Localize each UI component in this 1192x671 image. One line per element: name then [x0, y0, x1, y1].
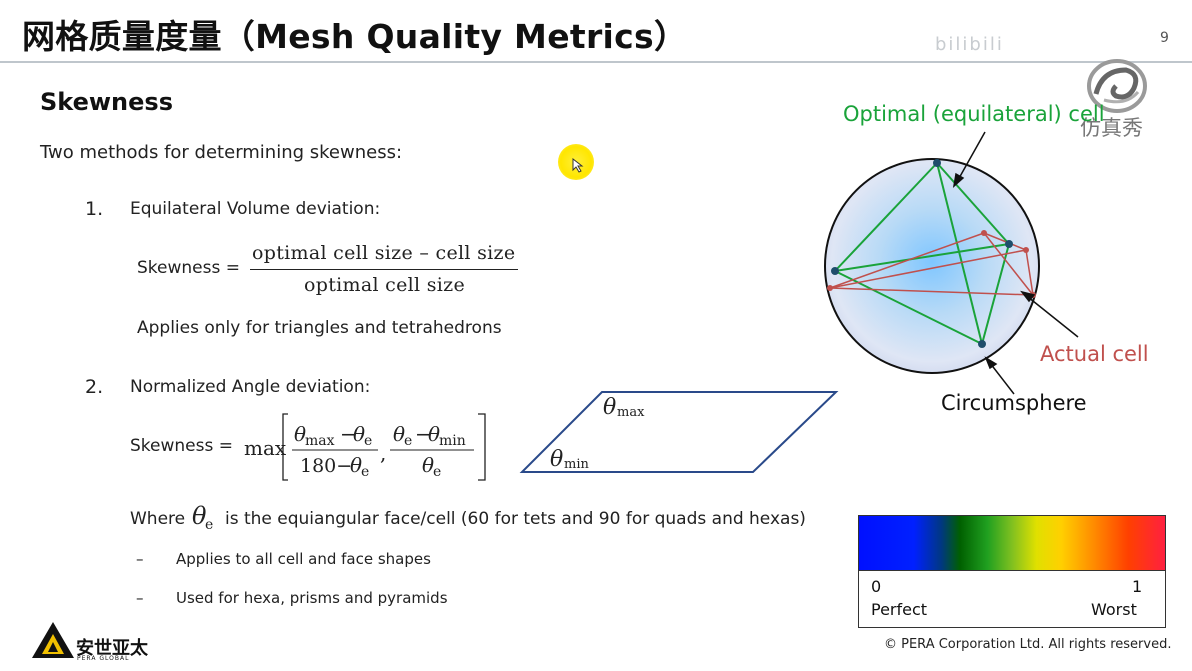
bullet-1: Applies to all cell and face shapes [176, 550, 431, 568]
scale-left-label: Perfect [871, 600, 928, 619]
svg-text:min: min [564, 457, 589, 472]
where-prefix: Where [130, 509, 186, 529]
svg-text:e: e [404, 433, 412, 449]
logo-text: 安世亚太 [76, 638, 148, 659]
method1-title: Equilateral Volume deviation: [130, 199, 381, 219]
svg-text:θ: θ [428, 422, 440, 446]
svg-text:θ: θ [294, 422, 306, 446]
svg-text:θ: θ [603, 395, 616, 420]
svg-text:θ: θ [550, 447, 563, 472]
method1-formula-label: Skewness = [137, 258, 240, 278]
scale-right-label: Worst [1091, 600, 1137, 619]
method1-note: Applies only for triangles and tetrahedr… [137, 318, 502, 338]
optimal-cell-label: Optimal (equilateral) cell [843, 102, 1105, 126]
theta-e-symbol: θ e [192, 502, 213, 533]
svg-text:θ: θ [353, 422, 365, 446]
circumsphere-diagram [824, 158, 1040, 374]
logo-subtext: PERA GLOBAL [77, 655, 130, 662]
diagram-arrows [952, 131, 1079, 395]
copyright-text: © PERA Corporation Ltd. All rights reser… [884, 637, 1172, 652]
method1-numerator: optimal cell size – cell size [252, 242, 516, 264]
svg-text:180−: 180− [300, 455, 352, 477]
bullet-dash-1: – [136, 550, 144, 568]
intro-text: Two methods for determining skewness: [40, 142, 403, 163]
svg-text:e: e [361, 464, 369, 480]
slide-number: 9 [1160, 30, 1169, 46]
svg-text:e: e [364, 433, 372, 449]
brand-swirl-icon [1087, 59, 1147, 113]
svg-text:θ: θ [192, 502, 207, 530]
circumsphere-label: Circumsphere [941, 391, 1087, 415]
svg-text:θ: θ [350, 453, 362, 477]
scale-right-value: 1 [1132, 577, 1143, 596]
slide-header [0, 0, 1192, 60]
slide-title: 网格质量度量（Mesh Quality Metrics） [22, 17, 688, 56]
svg-text:−: − [415, 422, 432, 446]
method2-max: max [244, 436, 287, 460]
svg-text:e: e [205, 517, 213, 533]
method2-formula-label: Skewness = [130, 436, 233, 456]
pera-logo-icon [32, 622, 74, 658]
method2-title: Normalized Angle deviation: [130, 377, 371, 397]
svg-text:max: max [305, 433, 335, 449]
method2-angle-formula: θ max − θ e 180− θ e , θ e − θ min θ e [282, 413, 486, 481]
section-title: Skewness [40, 88, 173, 116]
bullet-2: Used for hexa, prisms and pyramids [176, 589, 448, 607]
skewness-color-scale: 0 1 Perfect Worst [858, 515, 1166, 628]
svg-text:θ: θ [393, 422, 405, 446]
header-divider [0, 61, 1192, 63]
scale-divider [859, 570, 1165, 571]
svg-text:θ: θ [422, 453, 434, 477]
method1-fraction-line [250, 269, 518, 270]
watermark: bilibili [935, 34, 1004, 55]
method1-denominator: optimal cell size [304, 274, 466, 296]
method1-number: 1. [85, 198, 104, 220]
svg-text:min: min [439, 433, 466, 449]
color-gradient-bar [859, 516, 1165, 570]
svg-text:,: , [380, 441, 386, 465]
parallelogram-diagram: θ max θ min [519, 391, 839, 473]
svg-text:e: e [433, 464, 441, 480]
where-suffix: is the equiangular face/cell (60 for tet… [225, 509, 806, 529]
bullet-dash-2: – [136, 589, 144, 607]
brand-text: 仿真秀 [1080, 116, 1143, 140]
svg-text:−: − [340, 422, 357, 446]
mouse-cursor-icon [572, 158, 584, 173]
svg-text:max: max [617, 405, 645, 420]
scale-left-value: 0 [871, 577, 882, 596]
method2-number: 2. [85, 376, 104, 398]
actual-cell-label: Actual cell [1040, 342, 1149, 366]
